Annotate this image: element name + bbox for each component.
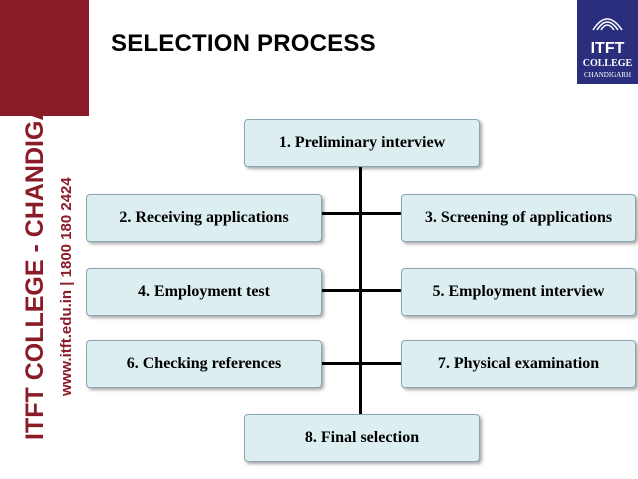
sidebar-contact: www.itft.edu.in | 1800 180 2424 [58, 177, 75, 397]
logo-college: COLLEGE [583, 58, 633, 69]
flow-connector-row-3 [321, 362, 401, 365]
sidebar-red-band [0, 0, 89, 116]
step-box-employment-interview: 5. Employment interview [401, 268, 636, 316]
flow-connector-row-1 [321, 212, 401, 215]
arch-icon [592, 18, 623, 31]
college-logo: ITFT COLLEGE CHANDIGARH [577, 0, 638, 84]
page-title: SELECTION PROCESS [111, 30, 376, 57]
sidebar-college-name: ITFT COLLEGE - CHANDIGARH [21, 66, 49, 440]
flow-connector-row-2 [321, 289, 401, 292]
sidebar-banner: ITFT COLLEGE - CHANDIGARH www.itft.edu.i… [0, 0, 89, 479]
flow-connector-trunk [359, 167, 362, 417]
step-box-physical-examination: 7. Physical examination [401, 340, 636, 388]
step-box-checking-references: 6. Checking references [86, 340, 322, 388]
logo-city: CHANDIGARH [584, 71, 631, 79]
step-box-screening-of-applications: 3. Screening of applications [401, 194, 636, 242]
logo-itft: ITFT [591, 40, 625, 57]
step-box-preliminary-interview: 1. Preliminary interview [244, 119, 480, 167]
step-box-receiving-applications: 2. Receiving applications [86, 194, 322, 242]
step-box-employment-test: 4. Employment test [86, 268, 322, 316]
step-box-final-selection: 8. Final selection [244, 414, 480, 462]
sidebar-panel [0, 116, 89, 479]
sidebar-vertical-text: ITFT COLLEGE - CHANDIGARH www.itft.edu.i… [0, 0, 89, 479]
